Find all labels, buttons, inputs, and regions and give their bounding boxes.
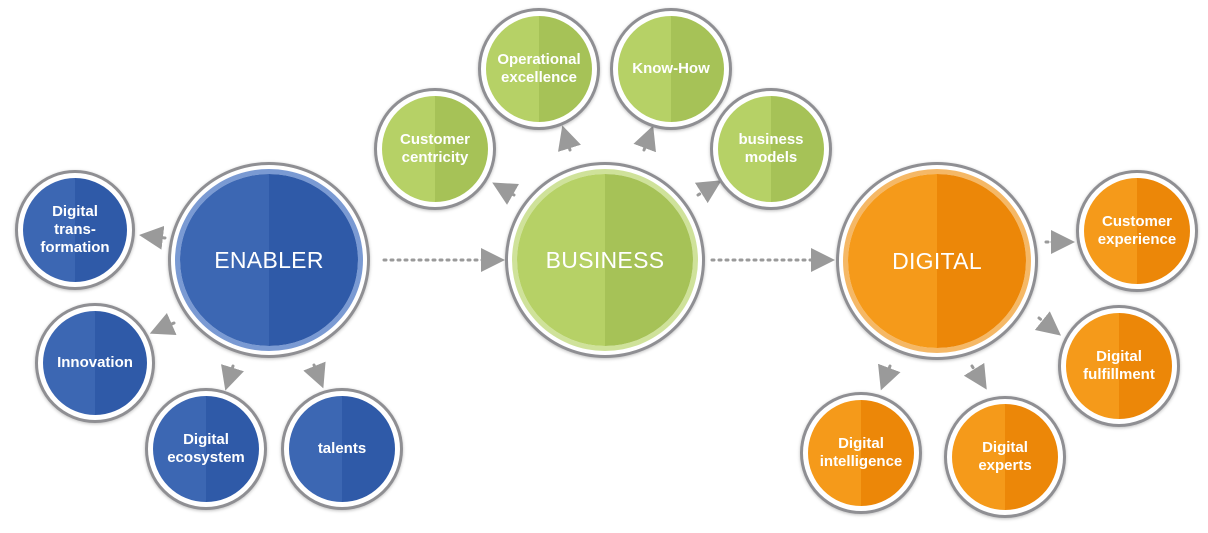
business-spoke-arrow bbox=[492, 182, 519, 205]
digital-item-customer-experience: Customer experience bbox=[1076, 170, 1198, 292]
digital-item-label: Customer experience bbox=[1097, 213, 1177, 248]
digital-item-label: Digital intelligence bbox=[819, 435, 903, 470]
digital-item-label: Digital fulfillment bbox=[1083, 348, 1155, 383]
enabler-item-label: Innovation bbox=[57, 354, 133, 371]
business-spoke-arrow bbox=[633, 125, 656, 153]
enabler-hub: ENABLER bbox=[168, 162, 370, 358]
enabler-item-label: Digital trans- formation bbox=[40, 203, 110, 256]
business-item-label: business models bbox=[738, 131, 804, 166]
business-item-operational-excellence: Operational excellence bbox=[478, 8, 600, 130]
enabler-item-talents: talents bbox=[281, 388, 403, 510]
enabler-item-label: Digital ecosystem bbox=[167, 431, 245, 466]
digital-spoke-arrow bbox=[1034, 311, 1062, 336]
enabler-item-digital-transformation: Digital trans- formation bbox=[15, 170, 135, 290]
digital-hub: DIGITAL bbox=[836, 162, 1038, 360]
business-item-label: Know-How bbox=[632, 60, 710, 77]
enabler-spoke-arrow bbox=[139, 225, 167, 250]
digital-item-digital-intelligence: Digital intelligence bbox=[800, 392, 922, 514]
business-spoke-arrow bbox=[558, 125, 581, 152]
digital-item-label: Digital experts bbox=[978, 439, 1032, 474]
business-hub: BUSINESS bbox=[505, 162, 705, 358]
digital-spoke-arrow bbox=[963, 362, 987, 390]
business-item-customer-centricity: Customer centricity bbox=[374, 88, 496, 210]
enabler-item-innovation: Innovation bbox=[35, 303, 155, 423]
enabler-spoke-arrow bbox=[221, 364, 244, 391]
business-spoke-arrow bbox=[694, 180, 722, 204]
business-item-know-how: Know-How bbox=[610, 8, 732, 130]
business-item-label: Customer centricity bbox=[399, 131, 470, 166]
business-item-business-models: business models bbox=[710, 88, 832, 210]
enabler-item-label: talents bbox=[317, 440, 367, 457]
digital-spoke-arrow bbox=[878, 363, 901, 391]
digital-hub-label: DIGITAL bbox=[892, 247, 982, 274]
digital-item-digital-experts: Digital experts bbox=[944, 396, 1066, 518]
business-item-label: Operational excellence bbox=[497, 51, 581, 86]
enabler-spoke-arrow bbox=[303, 361, 326, 389]
business-hub-label: BUSINESS bbox=[545, 246, 665, 273]
enabler-hub-label: ENABLER bbox=[214, 246, 324, 273]
enabler-spoke-arrow bbox=[149, 312, 177, 335]
enabler-item-digital-ecosystem: Digital ecosystem bbox=[145, 388, 267, 510]
digital-item-digital-fulfillment: Digital fulfillment bbox=[1058, 305, 1180, 427]
